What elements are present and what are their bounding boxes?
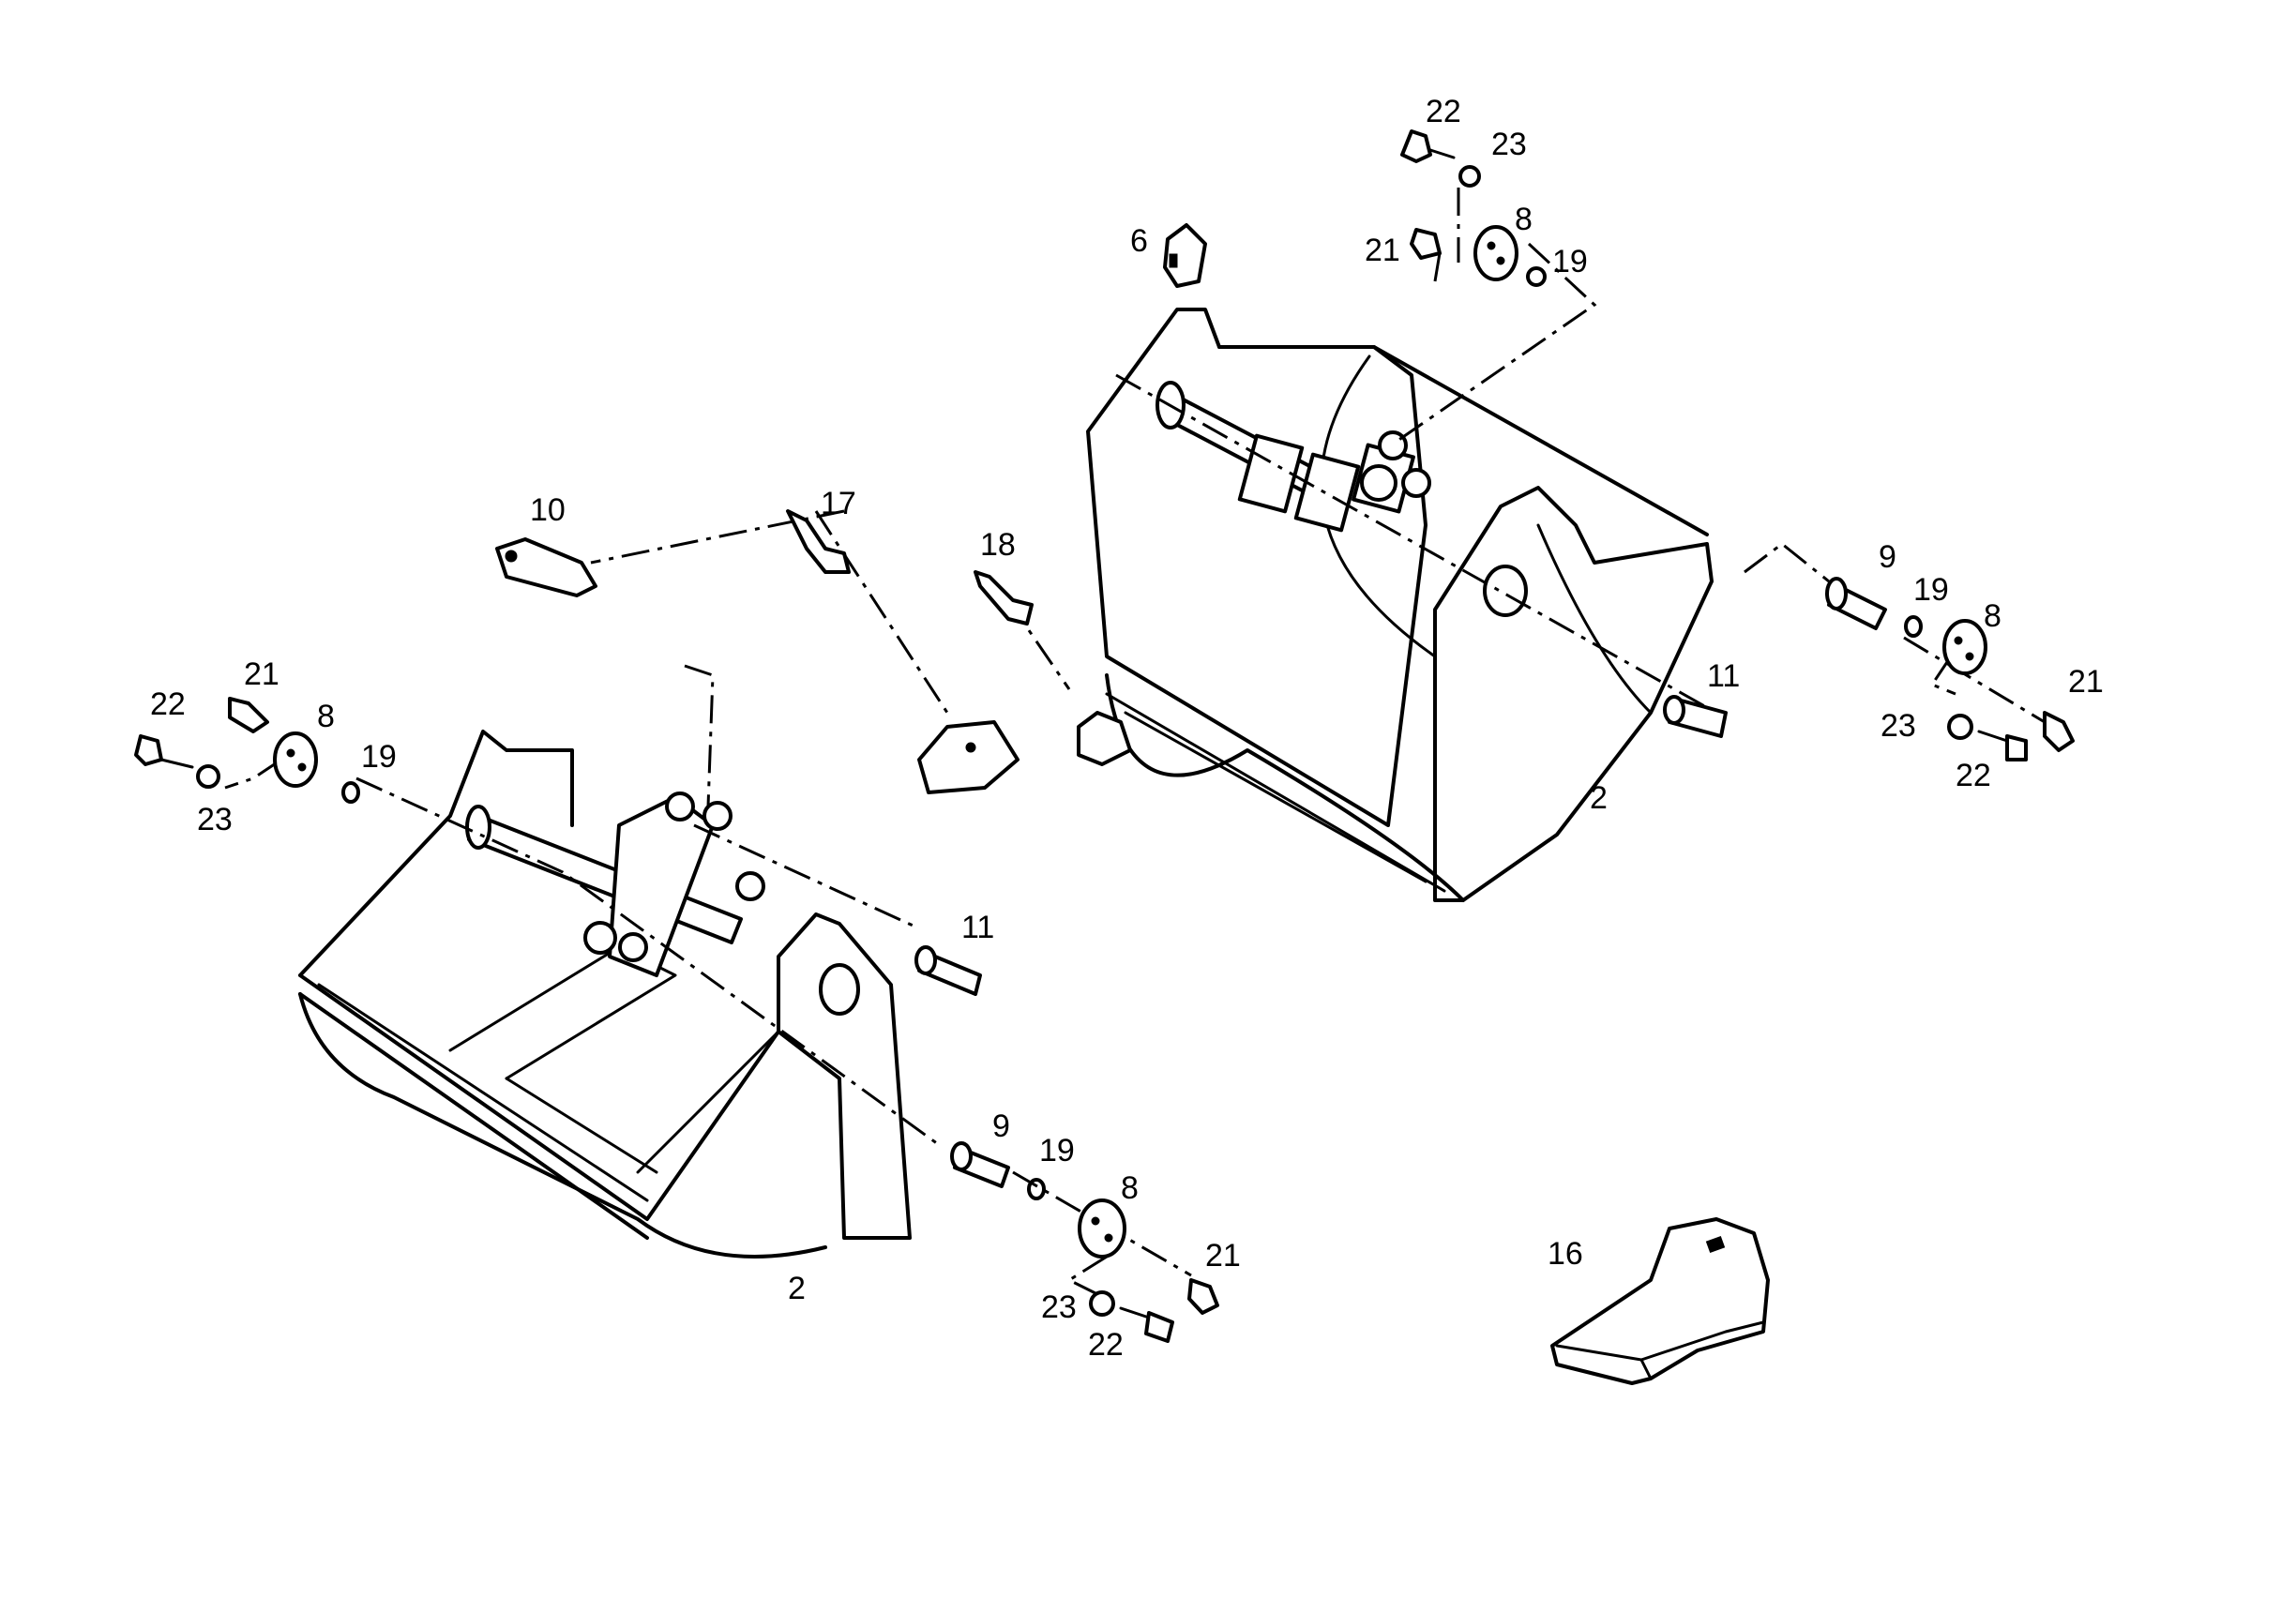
label-23-left: 23	[197, 802, 233, 837]
label-19-right: 19	[1913, 572, 1949, 608]
label-22-left: 22	[150, 686, 186, 722]
label-9-right: 9	[1879, 539, 1896, 575]
label-19-top: 19	[1552, 244, 1588, 279]
label-8-right: 8	[1984, 598, 2001, 634]
label-19-bottom: 19	[1039, 1133, 1075, 1168]
label-8-top: 8	[1515, 202, 1533, 237]
assembly-axis-lines	[224, 188, 2046, 1296]
label-17: 17	[821, 486, 856, 521]
label-8-left: 8	[317, 699, 335, 734]
left-bucket	[298, 730, 912, 1259]
part-labels: 22 23 6 8 21 19 10 17 18 9 19 8 21 23 22…	[150, 94, 2104, 1363]
small-parts	[134, 129, 2075, 1385]
label-11-left: 11	[961, 910, 994, 945]
label-21-right: 21	[2068, 664, 2104, 700]
tooth-adapter-6	[1163, 223, 1207, 288]
label-21-left: 21	[244, 656, 279, 692]
label-23-top: 23	[1491, 127, 1527, 162]
right-bucket	[1077, 308, 1714, 902]
label-23-right: 23	[1881, 708, 1916, 744]
label-18: 18	[980, 527, 1016, 563]
label-11-right: 11	[1707, 658, 1740, 694]
label-22-right: 22	[1956, 758, 1991, 793]
label-2-right: 2	[1590, 780, 1608, 816]
label-8-bottom: 8	[1121, 1170, 1139, 1206]
label-10: 10	[530, 492, 566, 528]
label-9-bottom: 9	[992, 1108, 1010, 1144]
label-22-bottom: 22	[1088, 1327, 1124, 1363]
bucket-tooth-16	[1550, 1217, 1770, 1385]
label-21-top: 21	[1365, 233, 1400, 268]
label-2-left: 2	[788, 1271, 806, 1306]
label-21-bottom: 21	[1205, 1238, 1241, 1274]
label-19-left: 19	[361, 739, 397, 775]
label-16: 16	[1548, 1236, 1583, 1272]
label-23-bottom: 23	[1041, 1289, 1077, 1325]
label-22-top: 22	[1426, 94, 1461, 129]
label-6: 6	[1130, 223, 1148, 259]
